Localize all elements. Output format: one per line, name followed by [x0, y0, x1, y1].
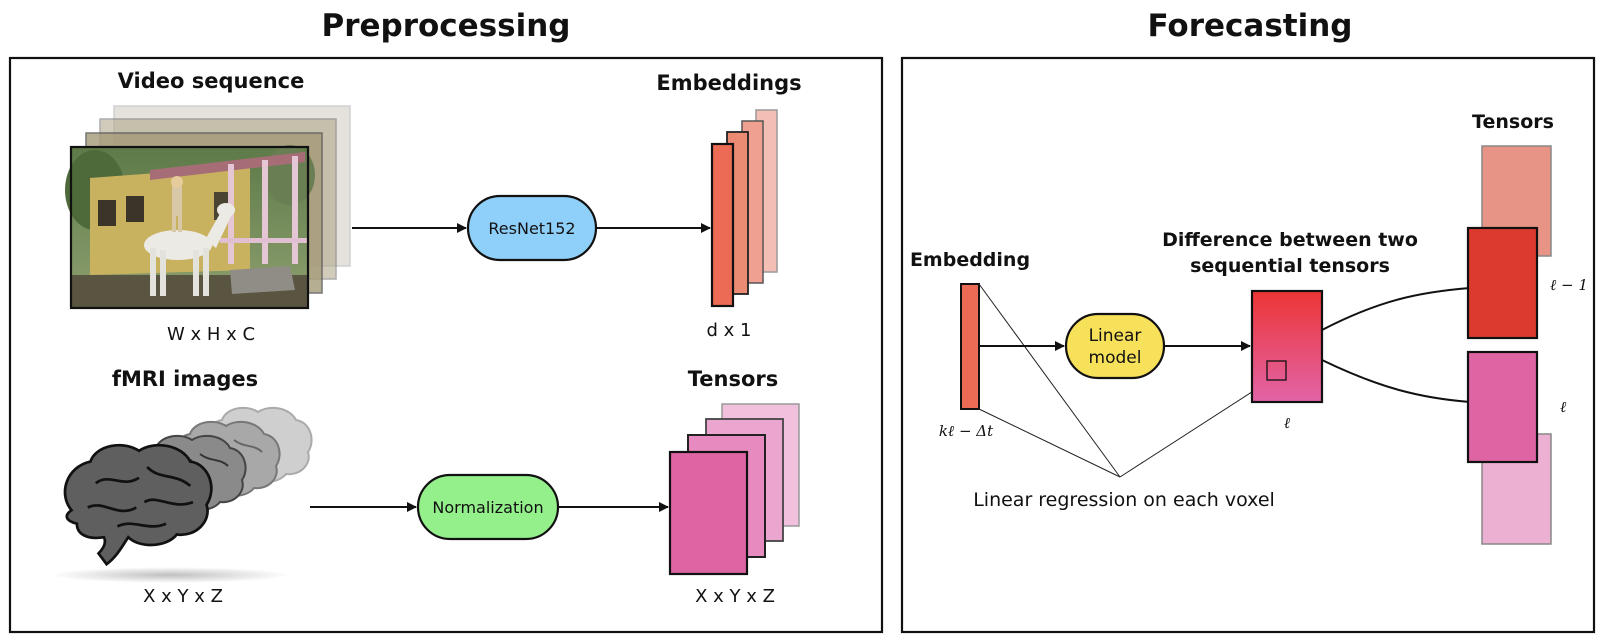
preprocessing-panel	[8, 56, 884, 634]
fmri-dims-label: X x Y x Z	[143, 586, 223, 607]
video-frame-stack	[65, 105, 351, 310]
embeddings-dims-label: d x 1	[707, 320, 752, 341]
normalization-label: Normalization	[432, 498, 543, 517]
video-dims-label: W x H x C	[167, 324, 255, 345]
difference-index-label: ℓ	[1284, 414, 1290, 432]
normalization-node	[416, 473, 560, 541]
regression-caption: Linear regression on each voxel	[973, 489, 1275, 511]
tensors-stack	[668, 403, 800, 576]
regression-line-top	[978, 283, 1121, 478]
resnet-node	[466, 194, 598, 262]
forecasting-title: Forecasting	[1148, 8, 1353, 44]
difference-label-line2: sequential tensors	[1190, 255, 1390, 277]
regression-line-voxel	[1119, 378, 1273, 478]
tensors-label: Tensors	[688, 367, 779, 391]
tensor-curr-index-label: ℓ	[1560, 398, 1566, 416]
embeddings-label: Embeddings	[656, 71, 801, 95]
tensors-dims-label: X x Y x Z	[695, 586, 775, 607]
tensor-layer-1	[668, 450, 749, 576]
linear-model-node	[1064, 312, 1166, 380]
embedding-index-label: kℓ − Δt	[939, 422, 994, 440]
regression-line-bottom	[978, 408, 1121, 478]
embedding-label: Embedding	[910, 249, 1030, 271]
linear-model-label-line1: Linear	[1089, 326, 1142, 346]
video-sequence-label: Video sequence	[118, 69, 305, 93]
connector-to-curr-tensor	[1321, 359, 1471, 403]
difference-label-line1: Difference between two	[1162, 229, 1418, 251]
tensor-current	[1466, 350, 1539, 464]
linear-model-label-line2: model	[1089, 348, 1142, 368]
connector-to-prev-tensor	[1321, 287, 1471, 331]
embedding-layer-1	[710, 142, 735, 308]
forecasting-panel	[900, 56, 1596, 634]
preprocessing-title: Preprocessing	[322, 8, 571, 44]
forecast-tensors-label: Tensors	[1472, 111, 1554, 133]
resnet-label: ResNet152	[488, 219, 575, 238]
tensor-previous	[1466, 226, 1539, 340]
embedding-vector	[960, 283, 980, 410]
fmri-images-label: fMRI images	[112, 367, 258, 391]
brain-stack	[50, 406, 313, 583]
forecast-tensors	[1466, 145, 1552, 545]
difference-tensor	[1250, 289, 1324, 404]
brain-icon-front	[63, 443, 213, 567]
tensor-prev-index-label: ℓ − 1	[1550, 276, 1588, 294]
video-frame-front	[65, 145, 315, 310]
embeddings-stack	[710, 109, 778, 308]
voxel-marker	[1266, 360, 1287, 381]
